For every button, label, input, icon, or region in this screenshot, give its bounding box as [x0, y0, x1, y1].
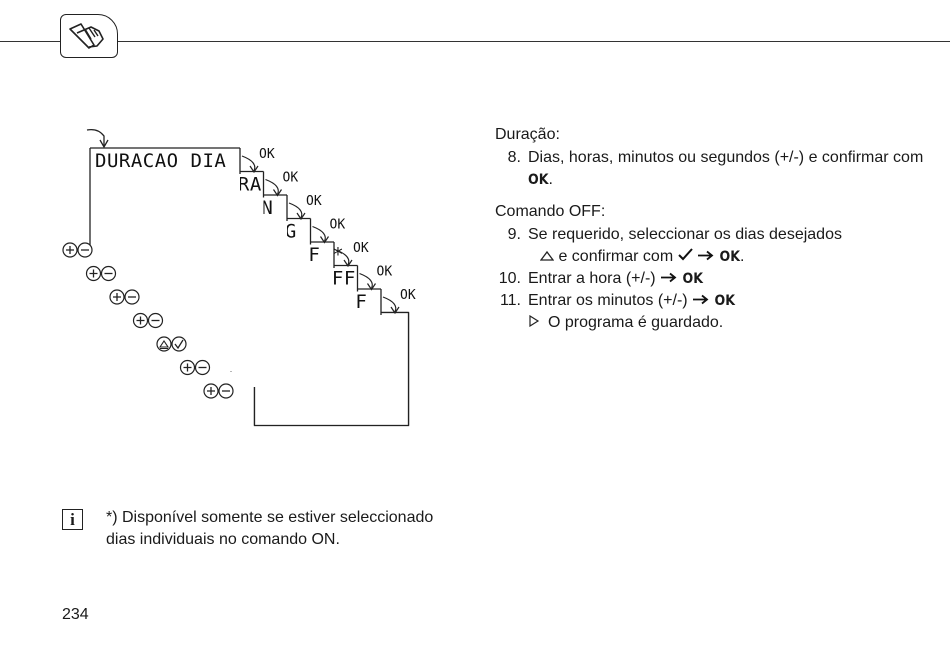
ok-arrow: [312, 225, 326, 242]
ok-arrow: [335, 249, 350, 266]
ok-key-label: OK: [719, 249, 740, 265]
ok-key-label: OK: [682, 271, 703, 287]
step-text: Entrar os minutos (+/-): [528, 292, 688, 309]
step-text: Se requerido, seleccionar os dias deseja…: [528, 226, 842, 243]
step-number: 8.: [507, 149, 521, 166]
footnote: i *) Disponível somente se estiver selec…: [62, 507, 462, 551]
step-11: 11. Entrar os minutos (+/-) OK: [495, 290, 935, 312]
step-number: 11.: [499, 292, 521, 309]
section-duration-title: Duração:: [495, 126, 560, 143]
step-9-continuation: e confirmar com OK.: [495, 246, 935, 268]
check-icon: [677, 248, 693, 265]
up-arrow-icon: [528, 248, 555, 265]
ok-key-label: OK: [714, 293, 735, 309]
step-8: 8. Dias, horas, minutos ou segundos (+/-…: [495, 147, 935, 191]
ok-label: OK: [400, 288, 416, 303]
step-text: Dias, horas, minutos ou segundos (+/-) e…: [528, 149, 924, 166]
instructions: Duração: 8. Dias, horas, minutos ou segu…: [495, 124, 935, 334]
ok-label: OK: [377, 265, 393, 280]
program-flow-diagram: GUARDADOMIN CAN OFFOKHORA CAN OFFOKDIA C…: [62, 128, 416, 427]
ok-label: OK: [330, 218, 346, 233]
ok-label: OK: [353, 241, 369, 256]
ok-label: OK: [259, 147, 275, 162]
step-text: Entrar a hora (+/-): [528, 270, 656, 287]
ok-arrow: [288, 202, 303, 219]
arrow-right-icon: [660, 270, 678, 287]
step-number: 9.: [507, 226, 521, 243]
step-10: 10. Entrar a hora (+/-) OK: [495, 268, 935, 290]
hand-pointing-icon: [60, 14, 118, 58]
ok-label: OK: [283, 171, 299, 186]
result-line: O programa é guardado.: [495, 312, 935, 334]
ok-arrow: [241, 155, 256, 172]
arrow-right-icon: [692, 292, 710, 309]
arrow-right-icon: [697, 248, 715, 265]
check-button-icon: [171, 336, 187, 352]
footnote-text: *) Disponível somente se estiver selecci…: [106, 509, 434, 548]
ok-label: OK: [306, 194, 322, 209]
entry-arrow: [86, 128, 105, 146]
ok-arrow: [382, 296, 397, 313]
step-9: 9. Se requerido, seleccionar os dias des…: [495, 224, 935, 246]
page-number: 234: [62, 606, 89, 623]
section-off-command-title: Comando OFF:: [495, 203, 606, 220]
info-icon: i: [62, 509, 83, 530]
step-number: 10.: [498, 270, 521, 287]
result-text: O programa é guardado.: [548, 314, 724, 331]
result-triangle-icon: [528, 312, 548, 334]
header-rule: [0, 41, 950, 42]
lcd-screen-text: DURACAO DIA: [95, 150, 226, 172]
ok-key-label: OK: [528, 172, 549, 188]
ok-arrow: [359, 272, 373, 289]
ok-arrow: [265, 178, 279, 195]
